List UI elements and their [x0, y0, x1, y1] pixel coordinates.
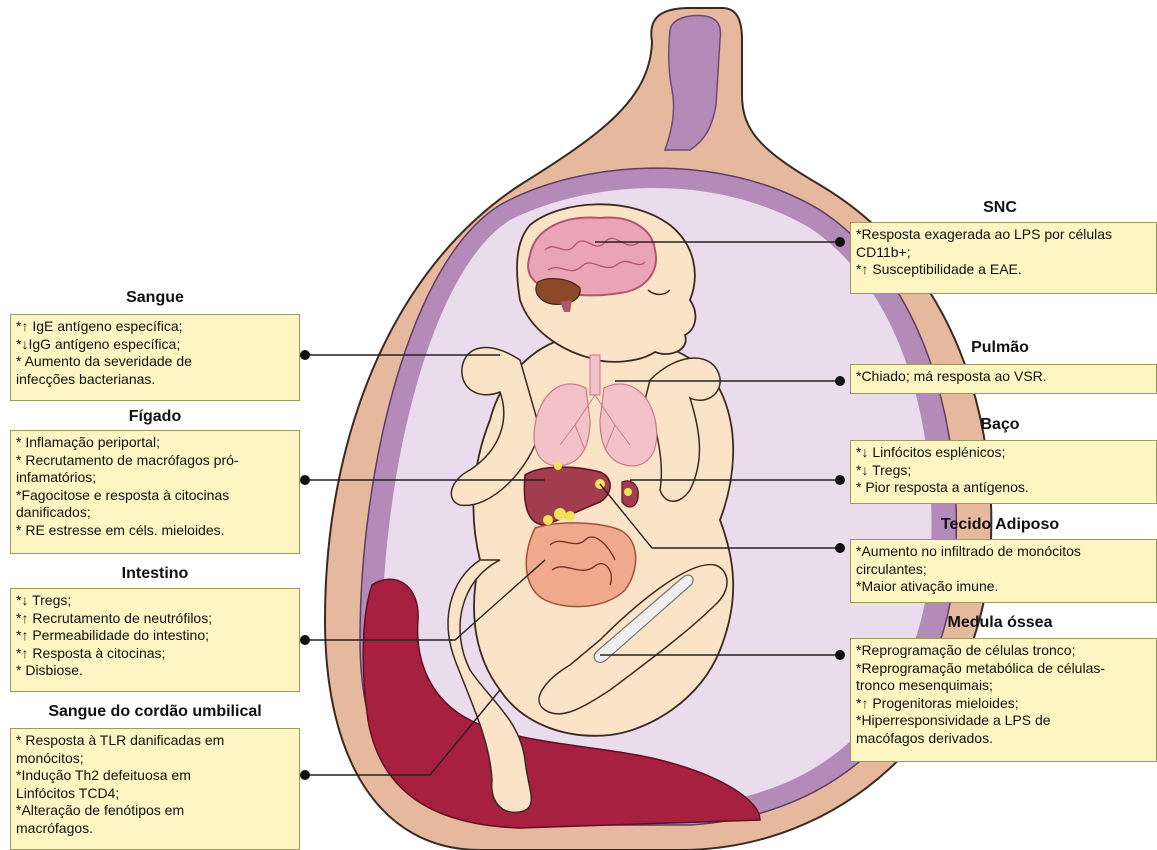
adipose-fat-6 [554, 462, 562, 470]
dot-snc [835, 237, 845, 247]
dot-intestino [300, 635, 310, 645]
dot-pulmao [835, 376, 845, 386]
snc-title: SNC [850, 199, 1150, 217]
pulmao-line: *Chiado; má resposta ao VSR. [856, 368, 1151, 386]
medula-box: *Reprogramação de células tronco; *Repro… [850, 638, 1157, 762]
cordao-line: macrófagos. [16, 820, 294, 838]
snc-line: *↑ Susceptibilidade a EAE. [856, 261, 1151, 279]
figado-line: * RE estresse em céls. mieloides. [16, 522, 294, 540]
medula-line: *Reprogramação metabólica de células- [856, 660, 1151, 678]
medula-line: tronco mesenquimais; [856, 677, 1151, 695]
adiposo-title: Tecido Adiposo [850, 516, 1150, 534]
snc-line: CD11b+; [856, 244, 1151, 262]
cordao-title: Sangue do cordão umbilical [10, 703, 300, 721]
snc-box: *Resposta exagerada ao LPS por células C… [850, 222, 1157, 294]
figado-line: danificados; [16, 504, 294, 522]
figado-title: Fígado [10, 408, 300, 426]
adipose-fat-2 [543, 515, 553, 525]
adipose-fat-1 [554, 508, 566, 520]
cordao-line: * Resposta à TLR danificadas em [16, 732, 294, 750]
medula-line: *↑ Progenitoras mieloides; [856, 695, 1151, 713]
cordao-line: *Alteração de fenótipos em [16, 802, 294, 820]
cordao-line: monócitos; [16, 750, 294, 768]
sangue-box: *↑ IgE antígeno específica; *↓IgG antíge… [10, 314, 300, 401]
intestino-line: *↑ Permeabilidade do intestino; [16, 627, 294, 645]
medula-title: Medula óssea [850, 614, 1150, 632]
cordao-line: *Indução Th2 defeituosa em [16, 767, 294, 785]
dot-medula [835, 650, 845, 660]
intestines [526, 523, 635, 607]
dot-baco [835, 475, 845, 485]
dot-figado [300, 475, 310, 485]
dot-adiposo [835, 543, 845, 553]
pulmao-title: Pulmão [850, 339, 1150, 357]
baco-line: * Pior resposta a antígenos. [856, 479, 1151, 497]
baco-box: *↓ Linfócitos esplénicos; *↓ Tregs; * Pi… [850, 440, 1157, 504]
figado-box: * Inflamação periportal; * Recrutamento … [10, 430, 300, 554]
intestino-box: *↓ Tregs; *↑ Recrutamento de neutrófilos… [10, 588, 300, 692]
sangue-line: *↓IgG antígeno específica; [16, 336, 294, 354]
sangue-line: *↑ IgE antígeno específica; [16, 318, 294, 336]
dot-sangue [300, 350, 310, 360]
figado-line: *Fagocitose e resposta à citocinas [16, 487, 294, 505]
adiposo-line: circulantes; [856, 561, 1151, 579]
intestino-line: *↑ Resposta à citocinas; [16, 645, 294, 663]
cordao-box: * Resposta à TLR danificadas em monócito… [10, 728, 300, 850]
medula-line: *Reprogramação de células tronco; [856, 642, 1151, 660]
sangue-title: Sangue [10, 289, 300, 307]
baco-title: Baço [850, 416, 1150, 434]
adipose-fat-3 [565, 511, 575, 521]
medula-line: macófagos derivados. [856, 730, 1151, 748]
intestino-line: *↑ Recrutamento de neutrófilos; [16, 610, 294, 628]
adipose-fat-5 [624, 488, 632, 496]
adiposo-line: *Maior ativação imune. [856, 578, 1151, 596]
figado-line: * Recrutamento de macrófagos pró- [16, 452, 294, 470]
figado-line: * Inflamação periportal; [16, 434, 294, 452]
intestino-line: *↓ Tregs; [16, 592, 294, 610]
baco-line: *↓ Linfócitos esplénicos; [856, 444, 1151, 462]
sangue-line: * Aumento da severidade de [16, 353, 294, 371]
intestino-title: Intestino [10, 565, 300, 583]
dot-cordao [300, 770, 310, 780]
medula-line: *Hiperresponsividade a LPS de [856, 712, 1151, 730]
trachea [590, 355, 600, 395]
pulmao-box: *Chiado; má resposta ao VSR. [850, 364, 1157, 394]
figado-line: infamatórios; [16, 469, 294, 487]
adiposo-box: *Aumento no infiltrado de monócitos circ… [850, 539, 1157, 603]
snc-line: *Resposta exagerada ao LPS por células [856, 226, 1151, 244]
baco-line: *↓ Tregs; [856, 462, 1151, 480]
intestino-line: * Disbiose. [16, 662, 294, 680]
sangue-line: infecções bacterianas. [16, 371, 294, 389]
adiposo-line: *Aumento no infiltrado de monócitos [856, 543, 1151, 561]
cordao-line: Linfócitos TCD4; [16, 785, 294, 803]
